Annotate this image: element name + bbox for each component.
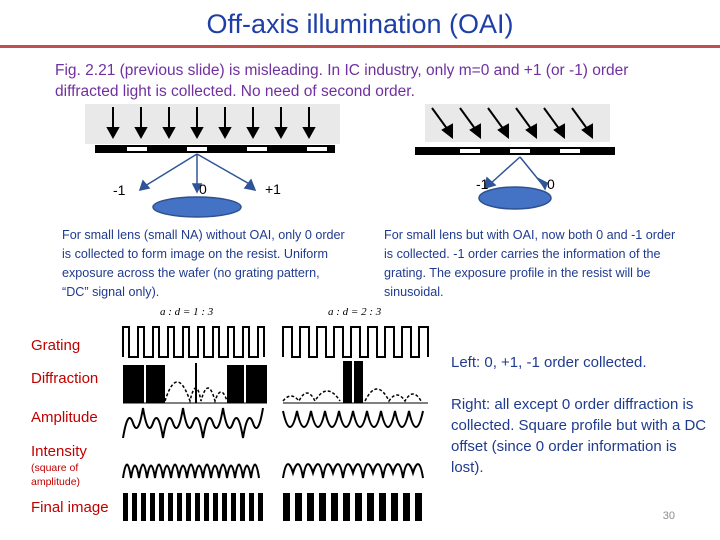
note-left-orders: Left: 0, +1, -1 order collected. — [451, 354, 647, 371]
grating-wave-left — [122, 326, 265, 358]
amplitude-wave-right — [282, 410, 424, 428]
order-minus-one: -1 — [113, 182, 126, 198]
mask-grating — [95, 145, 335, 153]
order-zero: 0 — [199, 181, 207, 197]
notes-block: Left: 0, +1, -1 order collected. Right: … — [451, 352, 711, 478]
page-number: 30 — [662, 510, 675, 522]
title-divider — [0, 45, 720, 48]
ratio-right: a : d = 2 : 3 — [328, 306, 382, 318]
final-image-left — [123, 493, 263, 521]
diffraction-pattern-left — [123, 363, 267, 404]
label-final-image: Final image — [31, 499, 109, 516]
note-spacer — [451, 373, 711, 394]
amplitude-wave-left — [122, 407, 264, 439]
final-image-right — [283, 493, 422, 521]
label-diffraction: Diffraction — [31, 370, 99, 387]
label-intensity-note: (square of amplitude) — [31, 462, 81, 488]
projection-lens — [478, 186, 552, 210]
oai-diagram — [415, 104, 615, 210]
label-grating: Grating — [31, 337, 81, 354]
note-right-orders: Right: all except 0 order diffraction is… — [451, 396, 707, 476]
intensity-wave-left — [122, 463, 260, 479]
order-minus-one: -1 — [476, 176, 489, 192]
intro-text: Fig. 2.21 (previous slide) is misleading… — [55, 62, 629, 100]
right-caption: For small lens but with OAI, now both 0 … — [384, 228, 676, 299]
ratio-left: a : d = 1 : 3 — [160, 306, 214, 318]
label-amplitude: Amplitude — [31, 409, 98, 426]
order-plus-one: +1 — [265, 181, 281, 197]
projection-lens — [152, 196, 242, 218]
diffraction-pattern-right — [282, 361, 428, 404]
order-zero: 0 — [547, 176, 555, 192]
waveform-figure: a : d = 1 : 3 a : d = 2 : 3 — [122, 306, 429, 521]
label-intensity: Intensity — [31, 443, 87, 460]
intensity-wave-right — [282, 463, 424, 479]
grating-wave-right — [282, 326, 429, 358]
slide-title: Off-axis illumination (OAI) — [206, 9, 514, 39]
normal-illumination-diagram — [85, 104, 340, 218]
left-caption: For small lens (small NA) without OAI, o… — [62, 228, 345, 299]
